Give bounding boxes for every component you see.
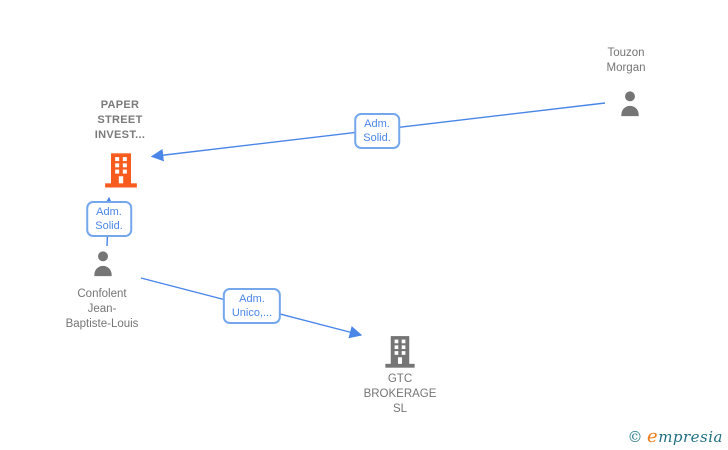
- edge-label-adm-solid-confolent: Adm. Solid.: [86, 201, 132, 237]
- node-label-confolent: Confolent Jean- Baptiste-Louis: [65, 288, 139, 330]
- edge-label-adm-unico: Adm. Unico,...: [222, 288, 282, 324]
- company-building-icon[interactable]: [382, 333, 419, 370]
- node-label-gtc-brokerage: GTC BROKERAGE SL: [363, 373, 437, 415]
- empresia-logo[interactable]: ©empresia: [628, 426, 723, 447]
- company-building-icon[interactable]: [101, 150, 141, 190]
- brand-rest: mpresia: [658, 428, 723, 446]
- person-icon[interactable]: [86, 247, 120, 281]
- brand-initial: e: [647, 426, 659, 447]
- node-label-paper-street-invest: PAPER STREET INVEST...: [94, 99, 146, 141]
- person-icon[interactable]: [613, 87, 647, 121]
- node-label-touzon-morgan: Touzon Morgan: [606, 47, 646, 74]
- copyright-icon: ©: [627, 428, 644, 446]
- edge-label-adm-solid-touzon: Adm. Solid.: [354, 113, 400, 149]
